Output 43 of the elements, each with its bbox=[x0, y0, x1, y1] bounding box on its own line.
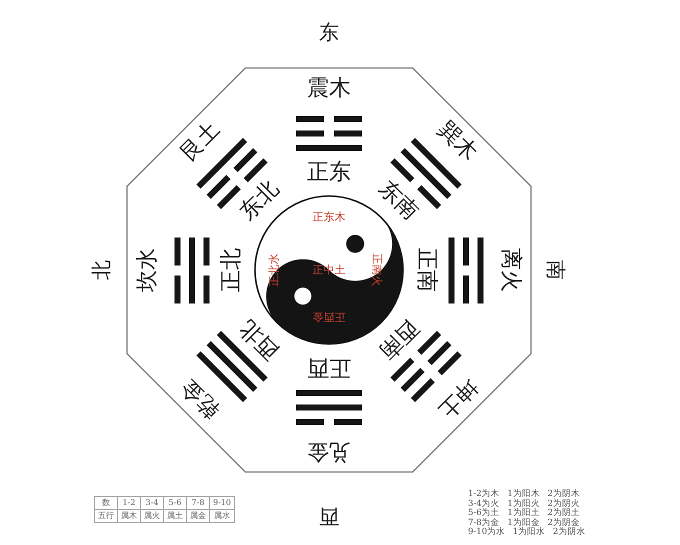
trigram-name: 艮土 bbox=[178, 118, 224, 166]
trigram-name: 离火 bbox=[499, 248, 521, 292]
note-line: 7-8为金 1为阳金 2为阴金 bbox=[468, 518, 580, 528]
direction-label: 正西 bbox=[307, 356, 351, 378]
element-label: 正中土 bbox=[312, 264, 346, 276]
compass-direction: 北 bbox=[91, 260, 111, 280]
table-cell: 属火 bbox=[140, 510, 164, 522]
trigram-name: 乾金 bbox=[178, 374, 224, 422]
element-label: 正东木 bbox=[312, 212, 346, 222]
table-cell: 属水 bbox=[210, 510, 234, 522]
table-header-cell: 5-6 bbox=[164, 496, 186, 510]
direction-label: 东北 bbox=[237, 178, 284, 225]
trigram-name: 震木 bbox=[307, 78, 351, 100]
table-header-cell: 3-4 bbox=[140, 496, 164, 510]
note-line: 9-10为水 1为阳水 2为阴水 bbox=[468, 528, 586, 538]
trigram-name: 坎水 bbox=[137, 248, 159, 292]
note-line: 3-4为火 1为阳火 2为阴火 bbox=[468, 500, 581, 509]
table-header-cell: 9-10 bbox=[210, 496, 234, 510]
note-line: 5-6为土 1为阳土 2为阴土 bbox=[468, 509, 581, 518]
compass-direction: 南 bbox=[546, 260, 566, 280]
table-header-cell: 数 bbox=[94, 496, 118, 510]
table-cell: 五行 bbox=[94, 510, 118, 522]
direction-label: 正南 bbox=[415, 248, 437, 292]
table-cell: 属金 bbox=[186, 510, 210, 522]
element-label: 正南火 bbox=[372, 254, 382, 286]
trigram-name: 坤土 bbox=[434, 374, 480, 422]
trigram-name: 巽木 bbox=[434, 118, 480, 166]
table-header-cell: 7-8 bbox=[186, 496, 210, 510]
direction-label: 西南 bbox=[374, 315, 421, 362]
octagon-panel bbox=[126, 67, 532, 473]
element-label: 正北水 bbox=[268, 254, 280, 286]
note-line: 1-2为木 1为阳木 2为阴木 bbox=[468, 490, 581, 499]
direction-label: 东南 bbox=[374, 178, 421, 225]
trigram-name: 兑金 bbox=[307, 440, 351, 462]
table-cell: 属木 bbox=[118, 510, 140, 522]
table-cell: 属土 bbox=[164, 510, 186, 522]
element-label: 正西金 bbox=[312, 312, 346, 322]
compass-direction: 西 bbox=[319, 507, 339, 527]
table-header-cell: 1-2 bbox=[118, 496, 140, 510]
direction-label: 西北 bbox=[237, 315, 284, 362]
compass-direction: 东 bbox=[319, 22, 339, 42]
direction-label: 正北 bbox=[221, 248, 243, 292]
direction-label: 正东 bbox=[307, 162, 351, 184]
